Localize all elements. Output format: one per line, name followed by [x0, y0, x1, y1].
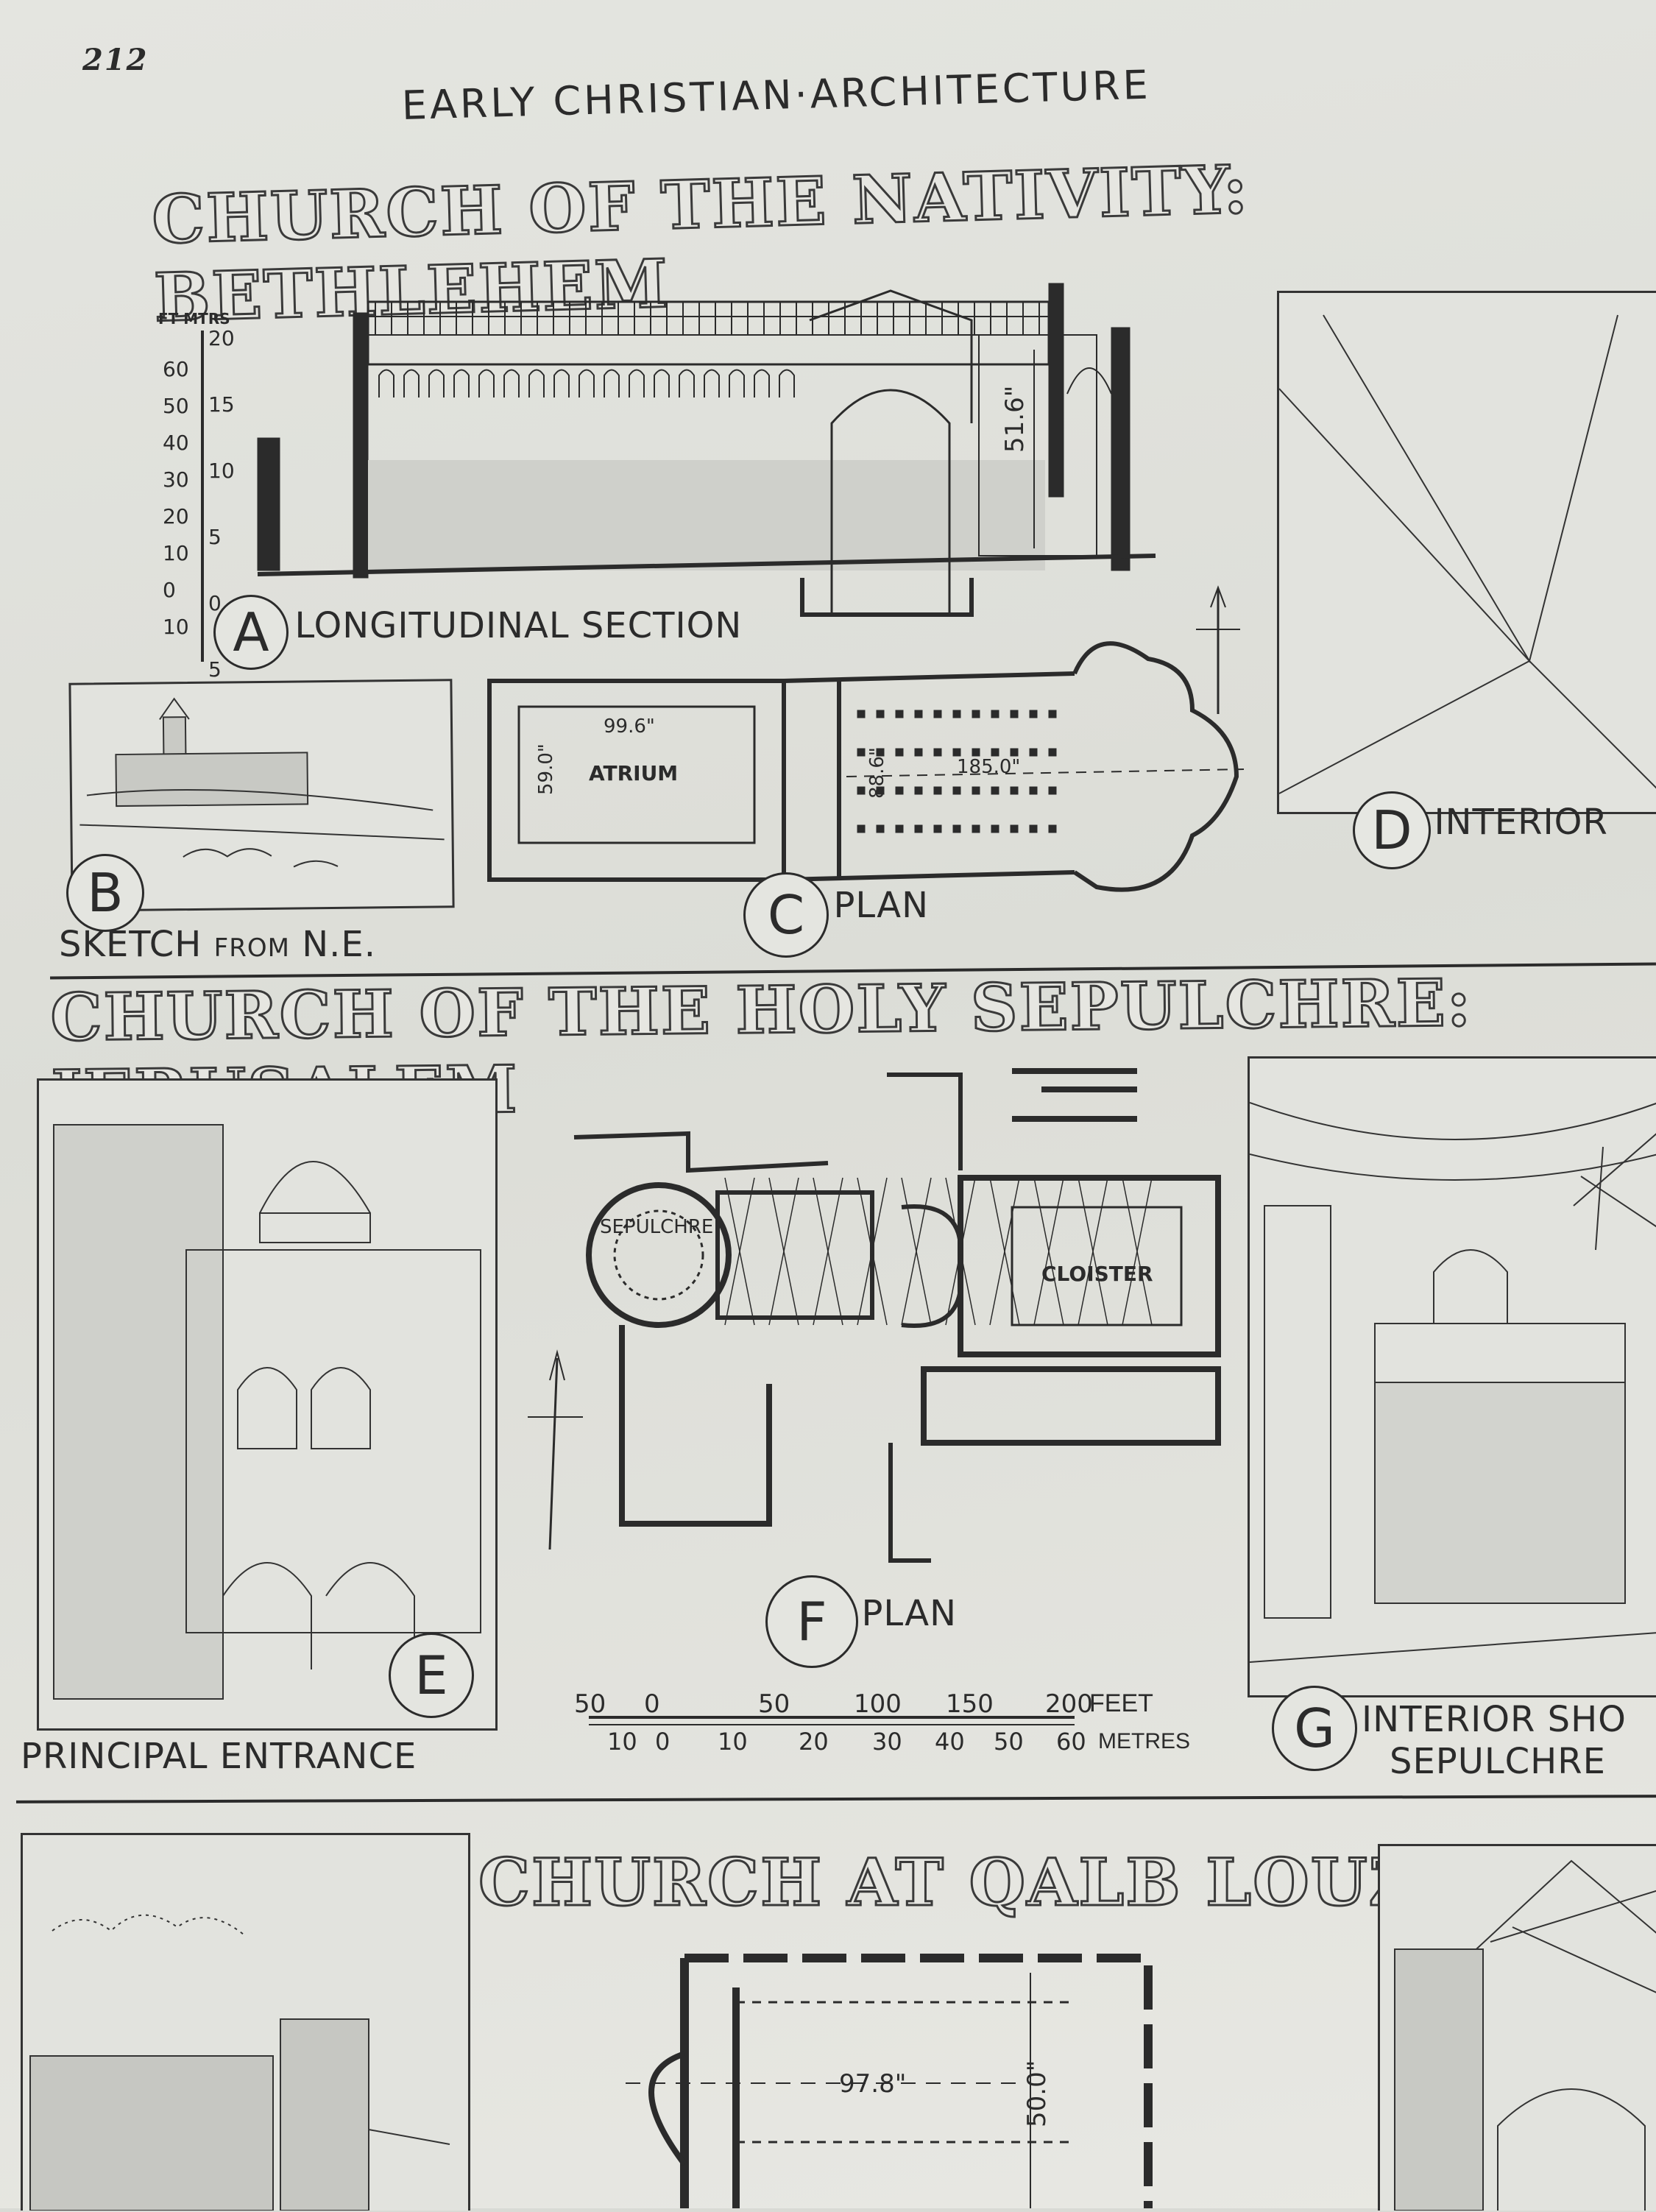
longitudinal-section-drawing: 51.6"	[243, 276, 1185, 629]
caption-a: A LONGITUDINAL SECTION	[213, 595, 743, 670]
scale-feet-label: 0	[644, 1689, 660, 1719]
qalb-title: CHURCH AT QALB LOUZEH	[477, 1843, 1532, 1922]
caption-b-end: N.E.	[302, 924, 376, 965]
qalb-dim-width: 50.0"	[1022, 2060, 1052, 2127]
atrium-dim-w: 99.6"	[604, 715, 655, 738]
label-a-icon: A	[213, 595, 289, 670]
caption-g-line2: SEPULCHRE	[1390, 1741, 1606, 1782]
label-g-icon: G	[1272, 1686, 1357, 1771]
scale-ft-label: 40	[163, 431, 189, 455]
caption-b-text: SKETCH	[59, 924, 202, 965]
caption-e: PRINCIPAL ENTRANCE	[21, 1736, 417, 1777]
cloister-label: CLOISTER	[1041, 1262, 1153, 1286]
caption-b-small: FROM	[213, 933, 290, 963]
caption-g-line1: INTERIOR SHO	[1362, 1699, 1627, 1740]
scale-ft-label: 0	[163, 578, 176, 602]
scale-m-label: 15	[208, 392, 235, 417]
scale-feet-label: 150	[946, 1689, 994, 1719]
scale-metres-label: 20	[799, 1728, 829, 1756]
scale-m-label: 10	[208, 459, 235, 483]
caption-d-text: INTERIOR	[1434, 802, 1608, 843]
scale-units: FT MTRS	[158, 310, 230, 328]
scale-feet-label: 50	[574, 1689, 606, 1719]
label-c-icon: C	[743, 872, 829, 958]
caption-b: SKETCH FROM N.E.	[59, 924, 376, 965]
scale-ft-label: 30	[163, 467, 189, 492]
scale-metres-label: 10	[607, 1728, 637, 1756]
section-divider-2	[15, 1795, 1656, 1803]
qalb-exterior-drawing	[21, 1833, 470, 2211]
caption-c: C PLAN	[743, 872, 929, 958]
scale-metres-label: 40	[935, 1728, 965, 1756]
atrium-label: ATRIUM	[589, 761, 678, 785]
caption-d: D INTERIOR	[1353, 791, 1608, 869]
scale-metres-label: 60	[1056, 1728, 1086, 1756]
scale-metres-label: 30	[872, 1728, 902, 1756]
label-b-icon: B	[66, 854, 144, 932]
caption-f: F PLAN	[765, 1575, 957, 1668]
scale-feet-label: 200	[1045, 1689, 1093, 1719]
label-f-icon: F	[765, 1575, 858, 1668]
scale-feet-label: 100	[854, 1689, 902, 1719]
nativity-plan-drawing: ATRIUM 99.6" 59.0" 185.0" 88.6"	[486, 622, 1251, 902]
scale-m-label: 5	[208, 657, 222, 682]
qalb-plan-drawing: 97.8" 50.0"	[604, 1943, 1163, 2208]
scale-ft-label: 60	[163, 357, 189, 381]
scale-ft-label: 10	[163, 541, 189, 565]
interior-drawing	[1277, 291, 1656, 814]
qalb-dim-length: 97.8"	[839, 2069, 906, 2099]
sketch-ne-drawing	[68, 679, 455, 912]
scale-ft-label: 20	[163, 504, 189, 529]
nave-dim: 185.0"	[957, 756, 1020, 778]
page-number: 212	[82, 43, 149, 77]
scale-m-label: 20	[208, 326, 235, 350]
north-arrow-icon-2	[528, 1349, 583, 1550]
sepulchre-plan-drawing: SEPULCHRE CLOISTER	[548, 1060, 1248, 1575]
atrium-dim-h: 59.0"	[535, 743, 557, 795]
scale-ruler-icon	[201, 331, 204, 662]
sepulchre-interior-drawing	[1248, 1056, 1656, 1697]
principal-entrance-drawing	[37, 1078, 498, 1731]
label-d-icon: D	[1353, 791, 1431, 869]
north-arrow-icon	[1196, 585, 1240, 714]
sepulchre-label: SEPULCHRE	[600, 1216, 713, 1238]
nave-dim-w: 88.6"	[866, 747, 888, 799]
scale-m-label: 0	[208, 591, 222, 615]
caption-a-text: LONGITUDINAL SECTION	[294, 605, 743, 646]
scale-m-label: 5	[208, 525, 222, 549]
qalb-interior-drawing	[1378, 1844, 1656, 2211]
section-dim: 51.6"	[1000, 386, 1030, 453]
scale-metres-label: 50	[994, 1728, 1024, 1756]
scale-feet-unit: FEET	[1089, 1689, 1153, 1717]
scale-metres-label: 0	[655, 1728, 670, 1756]
scale-ft-label: 10	[163, 615, 189, 639]
scale-metres-label: 10	[718, 1728, 748, 1756]
label-e-icon: E	[389, 1633, 474, 1718]
caption-f-text: PLAN	[861, 1593, 957, 1634]
scale-feet-label: 50	[758, 1689, 790, 1719]
running-head: EARLY CHRISTIAN·ARCHITECTURE	[401, 61, 1152, 129]
scale-metres-unit: METRES	[1098, 1729, 1191, 1753]
scale-ft-label: 50	[163, 394, 189, 418]
caption-c-text: PLAN	[833, 885, 929, 926]
